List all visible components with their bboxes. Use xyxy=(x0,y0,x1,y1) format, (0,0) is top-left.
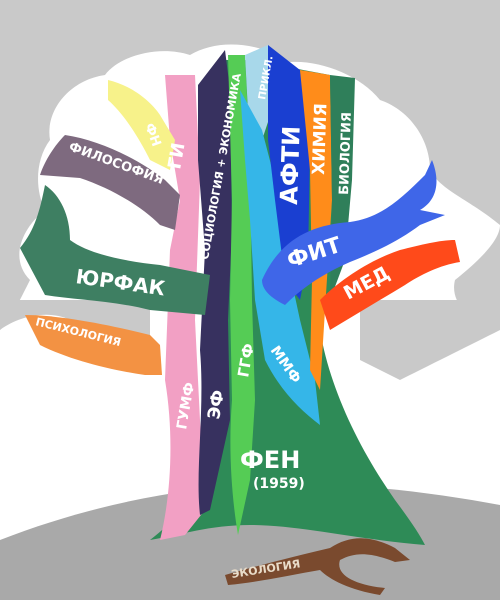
root-ecology xyxy=(225,538,410,595)
branch-ef xyxy=(198,50,232,515)
branch-psychology xyxy=(25,315,162,375)
branch-med xyxy=(320,240,460,330)
label-chemistry: ХИМИЯ xyxy=(309,103,331,175)
label-ggf: ГГФ xyxy=(234,342,258,379)
label-afti: АФТИ xyxy=(275,125,306,205)
label-fen-year: (1959) xyxy=(253,476,305,492)
branch-fn xyxy=(108,80,175,170)
branch-jurfak xyxy=(20,185,210,315)
label-fen: ФЕН xyxy=(240,446,300,474)
label-gi: ГИ xyxy=(164,141,189,171)
label-biology: БИОЛОГИЯ xyxy=(337,112,355,195)
branch-philosophy xyxy=(40,135,180,230)
foliage-cloud-right-lower xyxy=(360,300,500,380)
branch-fit xyxy=(262,160,445,305)
foliage-cloud xyxy=(0,0,500,330)
